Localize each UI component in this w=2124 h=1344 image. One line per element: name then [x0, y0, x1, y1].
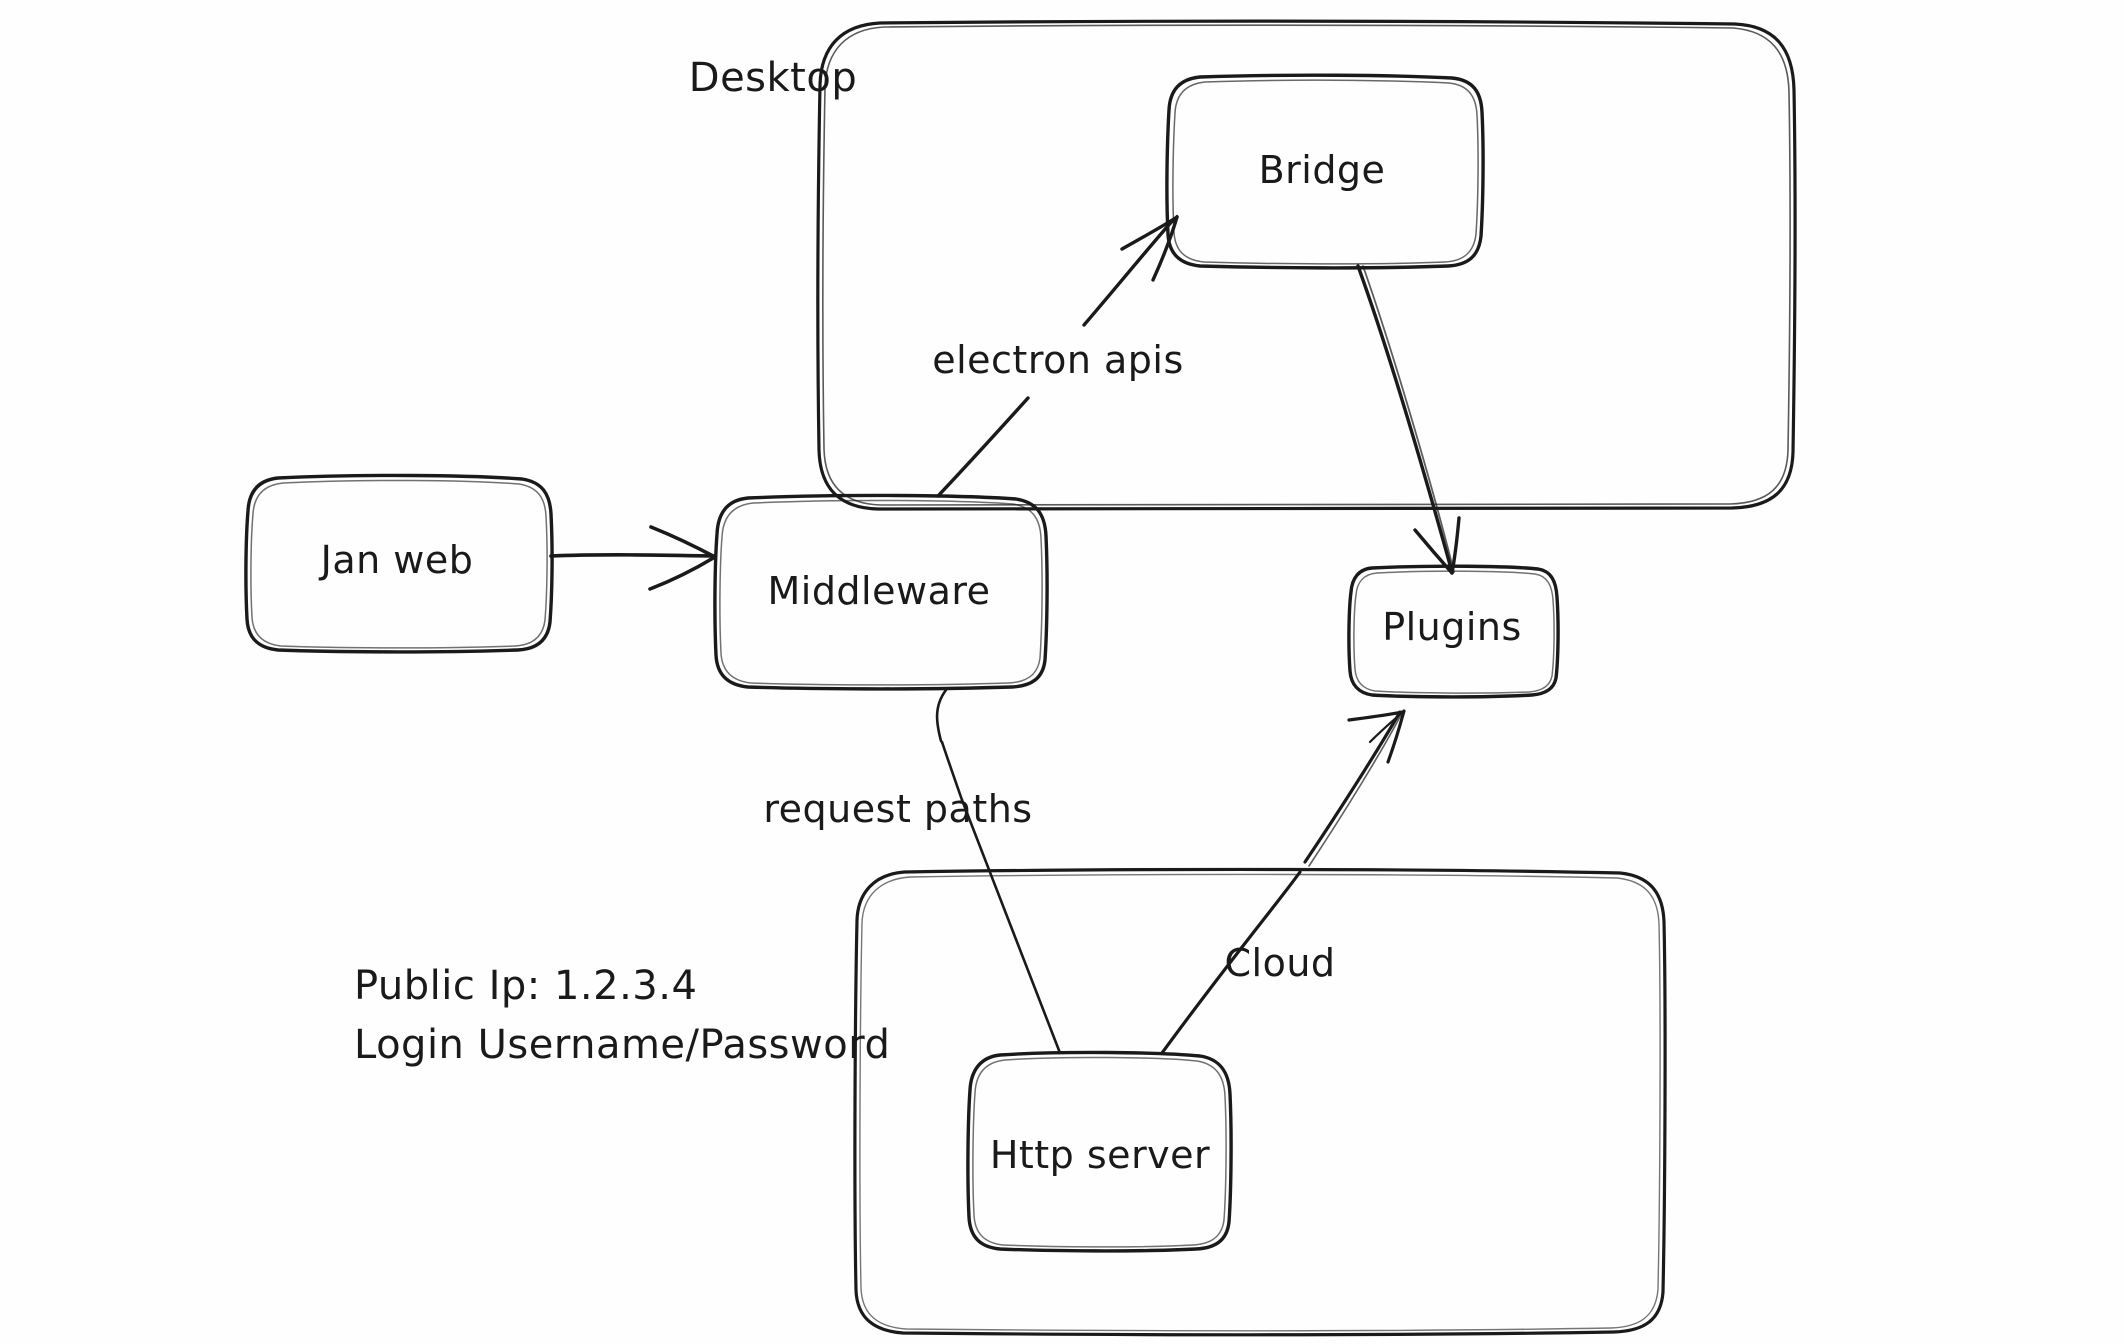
bridge-node[interactable]: [1165, 75, 1483, 267]
jan-web-node[interactable]: [245, 475, 552, 652]
desktop-container-outline: [816, 19, 1797, 512]
jan-web-box-outline: [244, 473, 554, 654]
edge-http-server-to-middleware: [935, 688, 1062, 1055]
http-server-node[interactable]: [967, 1051, 1232, 1251]
plugins-node[interactable]: [1348, 565, 1558, 696]
edge-http-server-to-plugins: [1160, 709, 1406, 1055]
middleware-node[interactable]: [714, 495, 1047, 688]
http-server-box-outline: [966, 1050, 1233, 1253]
edge-jan-web-to-middleware: [549, 525, 717, 591]
plugins-box-outline: [1347, 564, 1560, 699]
edge-middleware-to-bridge: [936, 214, 1179, 498]
bridge-box-outline: [1165, 73, 1485, 270]
cloud-container-outline: [853, 867, 1667, 1337]
middleware-box-outline: [713, 493, 1049, 691]
edge-bridge-to-plugins: [1356, 264, 1461, 575]
